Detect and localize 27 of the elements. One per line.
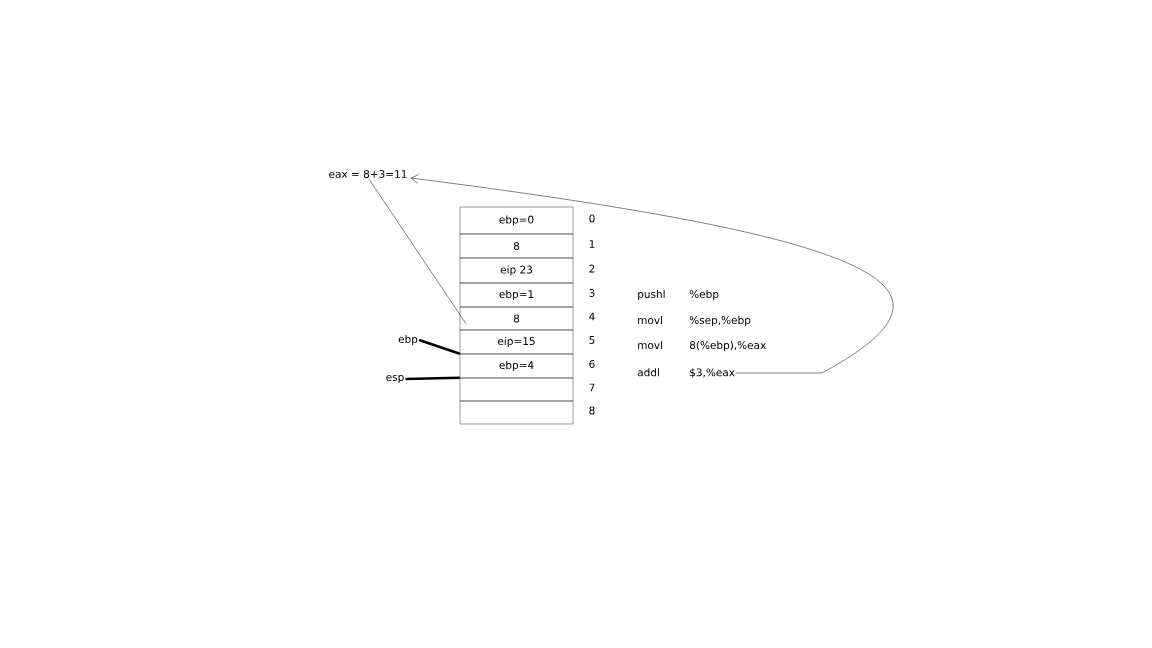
slot-index: 4 — [589, 312, 595, 321]
stack-cell: 8 — [459, 233, 574, 259]
arrow — [410, 174, 893, 374]
register-label: esp — [386, 374, 404, 383]
stack-cell: eip 23 — [459, 257, 574, 284]
instruction: movl %sep,%ebp — [638, 315, 751, 327]
slot-index: 6 — [589, 360, 595, 368]
instruction: addl $3,%eax — [637, 368, 735, 378]
slot-index: 5 — [589, 336, 595, 344]
leader-line — [368, 178, 467, 324]
slot-index: 2 — [589, 264, 595, 273]
slot-index: 8 — [589, 406, 595, 415]
stack-cell: ebp=1 — [459, 282, 574, 308]
slot-index: 7 — [589, 383, 595, 392]
instruction: pushl %ebp — [638, 289, 719, 301]
stack-cell — [459, 377, 574, 402]
result-text: eax = 8+3=11 — [329, 170, 407, 178]
slot-index: 0 — [589, 214, 595, 223]
stack-cell — [459, 400, 574, 425]
stack-cell: eip=15 — [459, 329, 574, 355]
slot-index: 3 — [589, 289, 595, 297]
stack-cell: 8 — [459, 306, 574, 331]
slot-index: 1 — [589, 240, 595, 248]
instruction: movl 8(%ebp),%eax — [638, 340, 766, 352]
stack-cell: ebp=4 — [459, 353, 574, 379]
stack-cell: ebp=0 — [459, 206, 574, 235]
register-label: ebp — [398, 334, 418, 346]
